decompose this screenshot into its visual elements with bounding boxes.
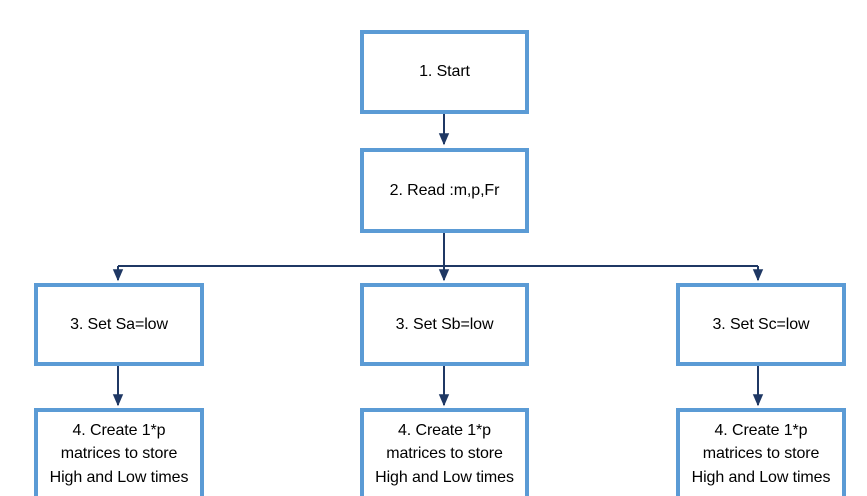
flow-node-set-sb-label: 3. Set Sb=low bbox=[395, 315, 494, 333]
flow-node-create-matrices-c-label: 4. Create 1*p matrices to store High and… bbox=[691, 422, 831, 486]
flow-node-set-sc-label: 3. Set Sc=low bbox=[712, 315, 810, 333]
flow-node-create-matrices-b-label: 4. Create 1*p matrices to store High and… bbox=[375, 422, 514, 486]
flow-node-set-sb[interactable]: 3. Set Sb=low bbox=[360, 283, 529, 366]
flow-node-read[interactable]: 2. Read :m,p,Fr bbox=[360, 148, 529, 233]
flow-node-create-matrices-a[interactable]: 4. Create 1*p matrices to store High and… bbox=[34, 408, 204, 496]
flow-node-set-sc[interactable]: 3. Set Sc=low bbox=[676, 283, 846, 366]
flow-node-create-matrices-b[interactable]: 4. Create 1*p matrices to store High and… bbox=[360, 408, 529, 496]
edge-read-to-branch-bus bbox=[118, 233, 758, 267]
flow-node-start-label: 1. Start bbox=[419, 63, 470, 81]
flow-node-read-label: 2. Read :m,p,Fr bbox=[389, 181, 500, 199]
flow-node-create-matrices-c[interactable]: 4. Create 1*p matrices to store High and… bbox=[676, 408, 846, 496]
flow-node-set-sa[interactable]: 3. Set Sa=low bbox=[34, 283, 204, 366]
flow-node-start[interactable]: 1. Start bbox=[360, 30, 529, 114]
flow-node-create-matrices-a-label: 4. Create 1*p matrices to store High and… bbox=[49, 422, 189, 486]
flow-node-set-sa-label: 3. Set Sa=low bbox=[70, 315, 168, 333]
